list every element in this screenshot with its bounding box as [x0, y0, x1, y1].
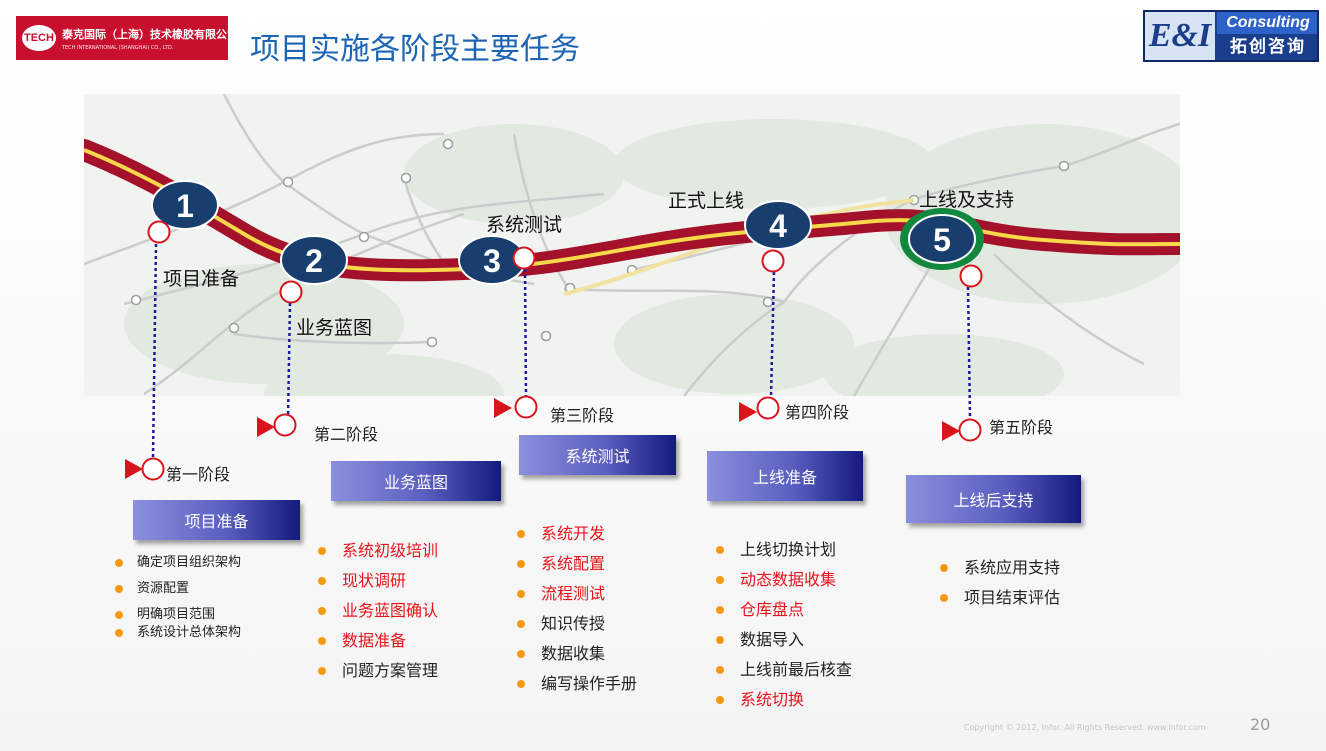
connector-stage-5: [966, 286, 972, 417]
list-item: 数据准备: [318, 626, 438, 656]
tech-logo: TECH 泰克国际（上海）技术橡胶有限公司 TECH INTERNATIONAL…: [16, 16, 238, 60]
ei-logo-mark: E&I: [1145, 12, 1215, 60]
stage-5-marker: [958, 418, 982, 442]
list-item: 确定项目组织架构: [115, 554, 241, 572]
milestone-3-label: 系统测试: [486, 214, 563, 236]
list-item: 系统切换: [716, 685, 852, 715]
connector-stage-4: [769, 271, 776, 397]
list-item: 明确项目范围: [115, 606, 241, 624]
list-item: 系统设计总体架构: [115, 624, 241, 642]
list-item: 资源配置: [115, 580, 241, 598]
list-item: 现状调研: [318, 566, 438, 596]
stage-3-task-list: 系统开发 系统配置 流程测试 知识传授 数据收集 编写操作手册: [517, 519, 637, 699]
list-item: 系统初级培训: [318, 536, 438, 566]
main-road-centerline: [84, 148, 1180, 273]
list-item: 问题方案管理: [318, 656, 438, 686]
list-item: 编写操作手册: [517, 669, 637, 699]
tech-logo-en-name: TECH INTERNATIONAL (SHANGHAI) CO., LTD.: [61, 44, 174, 51]
stage-3-label: 第三阶段: [550, 406, 615, 425]
list-item: 流程测试: [517, 579, 637, 609]
milestone-5-label: 上线及支持: [919, 189, 1015, 211]
stage-box-golive-preparation: 上线准备: [707, 451, 863, 501]
stage-2-marker: [273, 413, 297, 437]
page-title: 项目实施各阶段主要任务: [250, 32, 580, 67]
tech-logo-mark: TECH: [22, 25, 56, 51]
terrain-patches: [124, 119, 1180, 396]
list-item: 数据收集: [517, 639, 637, 669]
stage-box-business-blueprint: 业务蓝图: [331, 461, 501, 501]
stage-4-task-list: 上线切换计划 动态数据收集 仓库盘点 数据导入 上线前最后核查 系统切换: [716, 535, 852, 715]
stage-box-project-preparation: 项目准备: [133, 500, 300, 540]
list-item: 业务蓝图确认: [318, 596, 438, 626]
stage-5-label: 第五阶段: [989, 418, 1054, 437]
stage-1-triangle-icon: [125, 459, 143, 479]
road-marker-4: [761, 249, 785, 273]
list-item: 上线前最后核查: [716, 655, 852, 685]
ei-logo-en-name: Consulting: [1217, 12, 1317, 34]
stage-1-label: 第一阶段: [166, 465, 231, 484]
stage-3-marker: [514, 395, 538, 419]
connector-stage-3: [523, 268, 528, 397]
milestone-1-number: 1: [176, 188, 194, 224]
roadmap-svg: [84, 94, 1180, 396]
milestone-4-number: 4: [769, 208, 787, 244]
tech-logo-cn-name: 泰克国际（上海）技术橡胶有限公司: [61, 27, 238, 41]
stage-2-task-list: 系统初级培训 现状调研 业务蓝图确认 数据准备 问题方案管理: [318, 536, 438, 686]
stage-4-marker: [756, 396, 780, 420]
milestone-2: [280, 235, 348, 285]
connector-stage-2: [286, 302, 292, 419]
milestone-2-label: 业务蓝图: [296, 317, 373, 339]
list-item: 系统配置: [517, 549, 637, 579]
milestone-5: [900, 208, 984, 270]
milestone-1: [151, 180, 219, 230]
milestone-2-number: 2: [305, 243, 323, 279]
copyright-notice: Copyright © 2012, Infor. All Rights Rese…: [964, 723, 1206, 732]
list-item: 仓库盘点: [716, 595, 852, 625]
list-item: 系统应用支持: [940, 553, 1060, 583]
list-item: 数据导入: [716, 625, 852, 655]
list-item: 知识传授: [517, 609, 637, 639]
ei-logo-cn-name: 拓创咨询: [1230, 37, 1306, 57]
page-number: 20: [1250, 715, 1271, 734]
stage-1-marker: [141, 457, 165, 481]
road-marker-3: [512, 246, 536, 270]
list-item: 动态数据收集: [716, 565, 852, 595]
stage-box-post-golive-support: 上线后支持: [906, 475, 1081, 523]
milestone-4-label: 正式上线: [668, 190, 745, 212]
milestone-1-label: 项目准备: [163, 268, 240, 290]
road-marker-5: [959, 264, 983, 288]
stage-4-label: 第四阶段: [785, 403, 850, 422]
milestone-3-number: 3: [483, 243, 501, 279]
stage-1-task-list: 确定项目组织架构 资源配置 明确项目范围 系统设计总体架构: [115, 554, 241, 642]
stage-2-triangle-icon: [257, 417, 275, 437]
list-item: 系统开发: [517, 519, 637, 549]
stage-4-triangle-icon: [739, 402, 757, 422]
milestone-4: [744, 200, 812, 250]
milestone-5-number: 5: [933, 222, 951, 258]
road-marker-2: [279, 280, 303, 304]
stage-3-triangle-icon: [494, 398, 512, 418]
stage-5-task-list: 系统应用支持 项目结束评估: [940, 553, 1060, 613]
stage-2-label: 第二阶段: [314, 425, 379, 444]
connector-stage-1: [151, 243, 158, 459]
list-item: 项目结束评估: [940, 583, 1060, 613]
ei-consulting-logo: E&I Consulting 拓创咨询: [1143, 10, 1319, 62]
road-marker-1: [147, 220, 171, 244]
stage-5-triangle-icon: [942, 421, 960, 441]
roadmap-background: [84, 94, 1180, 396]
stage-box-system-testing: 系统测试: [519, 435, 676, 475]
list-item: 上线切换计划: [716, 535, 852, 565]
